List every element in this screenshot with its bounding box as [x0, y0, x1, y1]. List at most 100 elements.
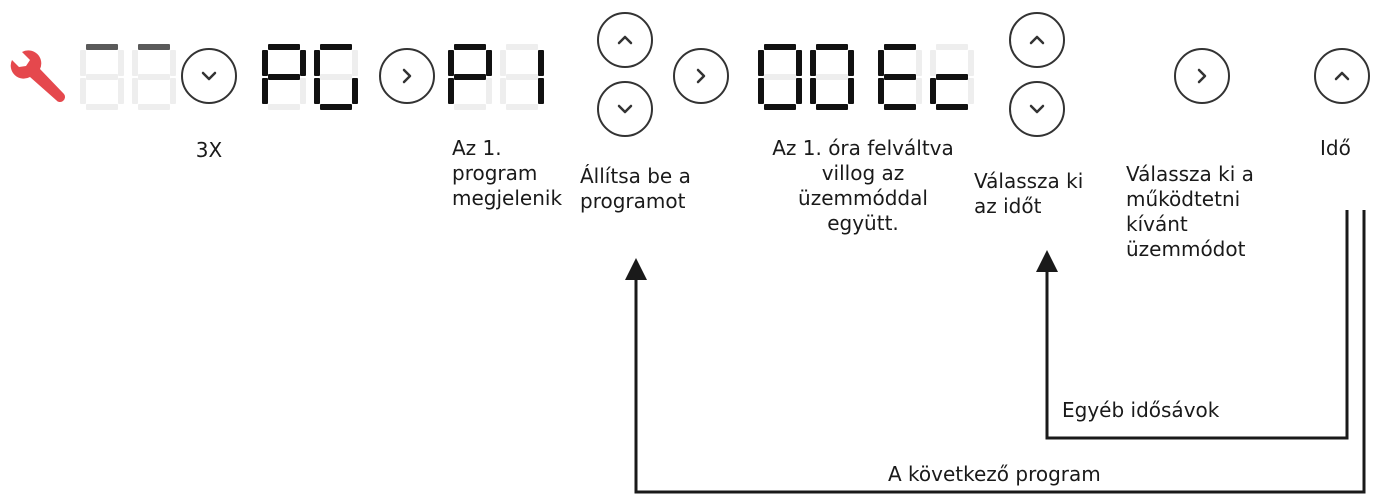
segment-c [538, 78, 544, 104]
seven-segment-digits [448, 44, 544, 110]
up-button-time[interactable] [1008, 11, 1066, 69]
seven-segment-digits [80, 44, 176, 110]
segment-a [320, 44, 352, 50]
segment-b [352, 50, 358, 76]
segment-b [968, 50, 974, 76]
segment-d [936, 104, 968, 110]
down-button[interactable] [180, 47, 238, 105]
segment-a [936, 44, 968, 50]
right-button-3[interactable] [1173, 47, 1231, 105]
up-button-program[interactable] [596, 11, 654, 69]
label-program-shown: Az 1. program megjelenik [452, 136, 563, 210]
chevron-down-icon [181, 48, 237, 104]
segment-f [448, 50, 454, 76]
segment-g [884, 74, 916, 80]
segment-e [810, 78, 816, 104]
segment-f [500, 50, 506, 76]
display-program-number [448, 44, 544, 110]
label-next-program: A következő program [888, 462, 1101, 486]
segment-a [454, 44, 486, 50]
segment-f [80, 50, 86, 76]
segment-e [930, 78, 936, 104]
segment-a [506, 44, 538, 50]
chevron-right-icon [379, 48, 435, 104]
segment-d [884, 104, 916, 110]
label-3x: 3X [195, 138, 223, 162]
segment-b [118, 50, 124, 76]
segment-d [86, 104, 118, 110]
segment-g [268, 74, 300, 80]
segment-b [486, 50, 492, 76]
segment-c [796, 78, 802, 104]
segment-d [268, 104, 300, 110]
segment-a [764, 44, 796, 50]
segment-a [884, 44, 916, 50]
chevron-up-icon [1314, 48, 1370, 104]
segment-a [268, 44, 300, 50]
right-button-2[interactable] [672, 47, 730, 105]
next-program-arrowhead [625, 258, 647, 280]
segment-f [314, 50, 320, 76]
right-button-1[interactable] [378, 47, 436, 105]
segment-c [170, 78, 176, 104]
segment-a [86, 44, 118, 50]
segment-a [816, 44, 848, 50]
segment-g [936, 74, 968, 80]
segment-f [878, 50, 884, 76]
down-button-program[interactable] [596, 80, 654, 138]
other-slots-arrowhead [1036, 250, 1058, 272]
segment-b [170, 50, 176, 76]
label-time: Idő [1320, 136, 1351, 160]
segment-e [132, 78, 138, 104]
label-hour-flashes: Az 1. óra felváltva villog az üzemmóddal… [772, 136, 954, 235]
segment-g [86, 74, 118, 80]
label-select-mode: Válassza ki a működtetni kívánt üzemmódo… [1126, 162, 1254, 261]
segment-e [758, 78, 764, 104]
segment-d [320, 104, 352, 110]
seven-segment-digits [262, 44, 358, 110]
chevron-down-icon [597, 81, 653, 137]
segment-b [538, 50, 544, 76]
segment-b [848, 50, 854, 76]
display-mode [878, 44, 974, 110]
display-hour [758, 44, 854, 110]
segment-c [968, 78, 974, 104]
segment-g [764, 74, 796, 80]
chevron-up-icon [1009, 12, 1065, 68]
segment-e [314, 78, 320, 104]
label-select-time: Válassza ki az időt [974, 169, 1084, 218]
segment-g [138, 74, 170, 80]
segment-f [810, 50, 816, 76]
seven-segment-digits [878, 44, 974, 110]
segment-d [764, 104, 796, 110]
segment-b [300, 50, 306, 76]
segment-g [506, 74, 538, 80]
segment-b [796, 50, 802, 76]
chevron-down-icon [1009, 81, 1065, 137]
segment-d [454, 104, 486, 110]
segment-g [320, 74, 352, 80]
segment-a [138, 44, 170, 50]
segment-e [500, 78, 506, 104]
chevron-right-icon [673, 48, 729, 104]
segment-c [916, 78, 922, 104]
seven-segment-digits [758, 44, 854, 110]
segment-b [916, 50, 922, 76]
other-slots-loop-line [1045, 210, 1349, 440]
up-button-end[interactable] [1313, 47, 1371, 105]
segment-f [758, 50, 764, 76]
down-button-time[interactable] [1008, 80, 1066, 138]
segment-f [132, 50, 138, 76]
segment-e [80, 78, 86, 104]
segment-g [454, 74, 486, 80]
wrench-icon [8, 50, 70, 102]
chevron-right-icon [1174, 48, 1230, 104]
chevron-up-icon [597, 12, 653, 68]
segment-f [262, 50, 268, 76]
next-program-loop-line [634, 210, 1366, 494]
display-program-code [262, 44, 358, 110]
segment-e [448, 78, 454, 104]
segment-c [486, 78, 492, 104]
